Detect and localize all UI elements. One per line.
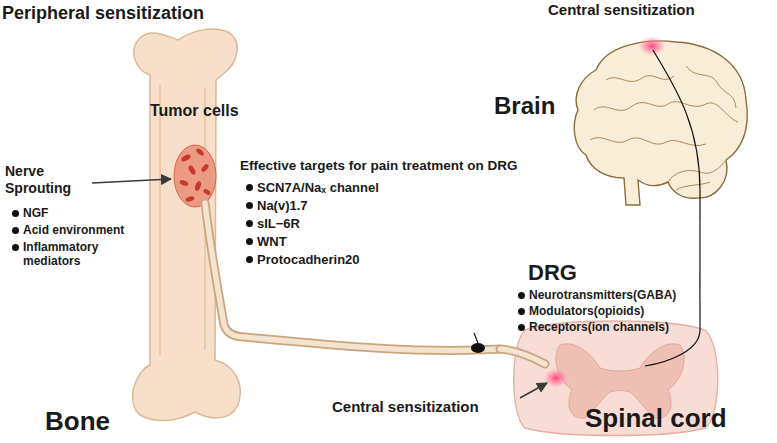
- brain-node: Brain: [545, 35, 745, 215]
- tumor-cell: [179, 179, 189, 187]
- tumor-cell: [195, 147, 205, 156]
- list-item: SCN7A/Naₓ channel: [246, 180, 379, 196]
- drg-ganglion: [471, 343, 485, 353]
- bone-shading: [160, 85, 205, 355]
- leader-arrow: [520, 383, 547, 398]
- section-heading: Central sensitization: [548, 1, 695, 19]
- list-item: Receptors(ion channels): [518, 320, 669, 334]
- tumor-cell: [180, 153, 191, 163]
- list-item: Na(v)1.7: [246, 198, 308, 214]
- nerve-outline: [205, 203, 245, 337]
- part-label: DRG: [528, 260, 577, 286]
- tumor-cell: [185, 196, 195, 203]
- bone-node: Bone: [125, 25, 245, 425]
- list-item: Neurotransmitters(GABA): [518, 288, 676, 302]
- list-item: Modulators(opioids): [518, 304, 644, 318]
- tumor-cell: [202, 188, 211, 196]
- process-label: Nerve Sprouting: [5, 163, 90, 197]
- organ-name: Spinal cord: [585, 403, 727, 434]
- section-heading: Peripheral sensitization: [2, 3, 204, 25]
- nerve-fibre: [500, 349, 545, 364]
- nerve-outline: [245, 337, 500, 350]
- list-item: sIL−6R: [246, 216, 300, 232]
- leader-arrow: [92, 179, 171, 183]
- list-item: WNT: [246, 234, 287, 250]
- ascending-pathway: [653, 50, 700, 215]
- tumor-cells: [179, 147, 212, 202]
- part-label: Tumor cells: [150, 101, 239, 120]
- organ-name: Brain: [494, 92, 555, 121]
- brain-gyri: [590, 66, 738, 190]
- list-heading: Effective targets for pain treatment on …: [240, 158, 518, 174]
- nerve-outline: [500, 349, 545, 364]
- drg-axon: [474, 333, 478, 343]
- nerve-fibre: [245, 337, 500, 350]
- tumor-cell: [200, 163, 209, 173]
- tumor-cell: [187, 164, 197, 175]
- pathway-connector: [699, 215, 700, 300]
- tumor-mass: [174, 145, 216, 207]
- spinal-hotspot: [543, 368, 569, 388]
- list-item: NGF: [12, 206, 48, 220]
- brain-shape: [574, 41, 747, 205]
- list-item: Acid environment: [12, 223, 124, 237]
- list-item: Protocadherin20: [246, 252, 360, 268]
- pathway-line: [699, 215, 700, 300]
- process-label: Central sensitization: [332, 398, 479, 416]
- bone-shape: [133, 29, 241, 420]
- brain-drawing: [574, 41, 747, 205]
- organ-name: Bone: [45, 406, 110, 437]
- brain-hotspot: [638, 36, 666, 56]
- nerve-fibre: [205, 203, 245, 337]
- tumor-cell: [194, 180, 202, 191]
- list-item: Inflammatory mediators: [12, 240, 135, 269]
- nerve-connector: [245, 337, 500, 350]
